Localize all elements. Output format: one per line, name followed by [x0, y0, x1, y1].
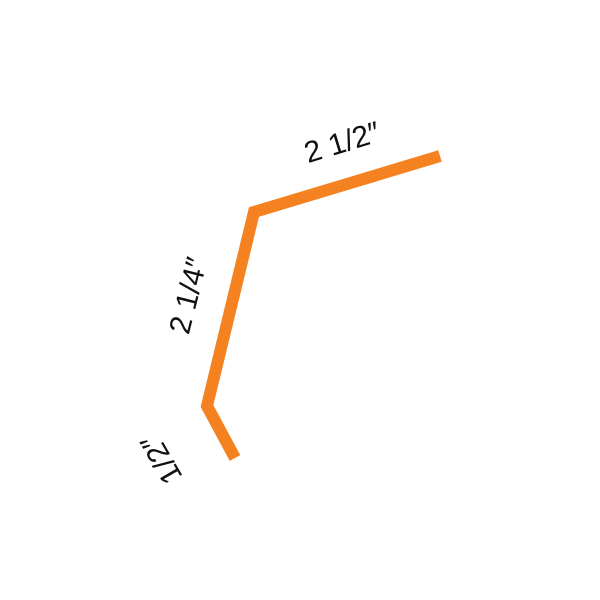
middle-segment-label: 2 1/4″	[163, 254, 214, 337]
top-segment-label: 2 1/2″	[300, 116, 384, 170]
flashing-profile-line	[200, 150, 442, 461]
bottom-segment-label: 1/2″	[134, 428, 189, 490]
